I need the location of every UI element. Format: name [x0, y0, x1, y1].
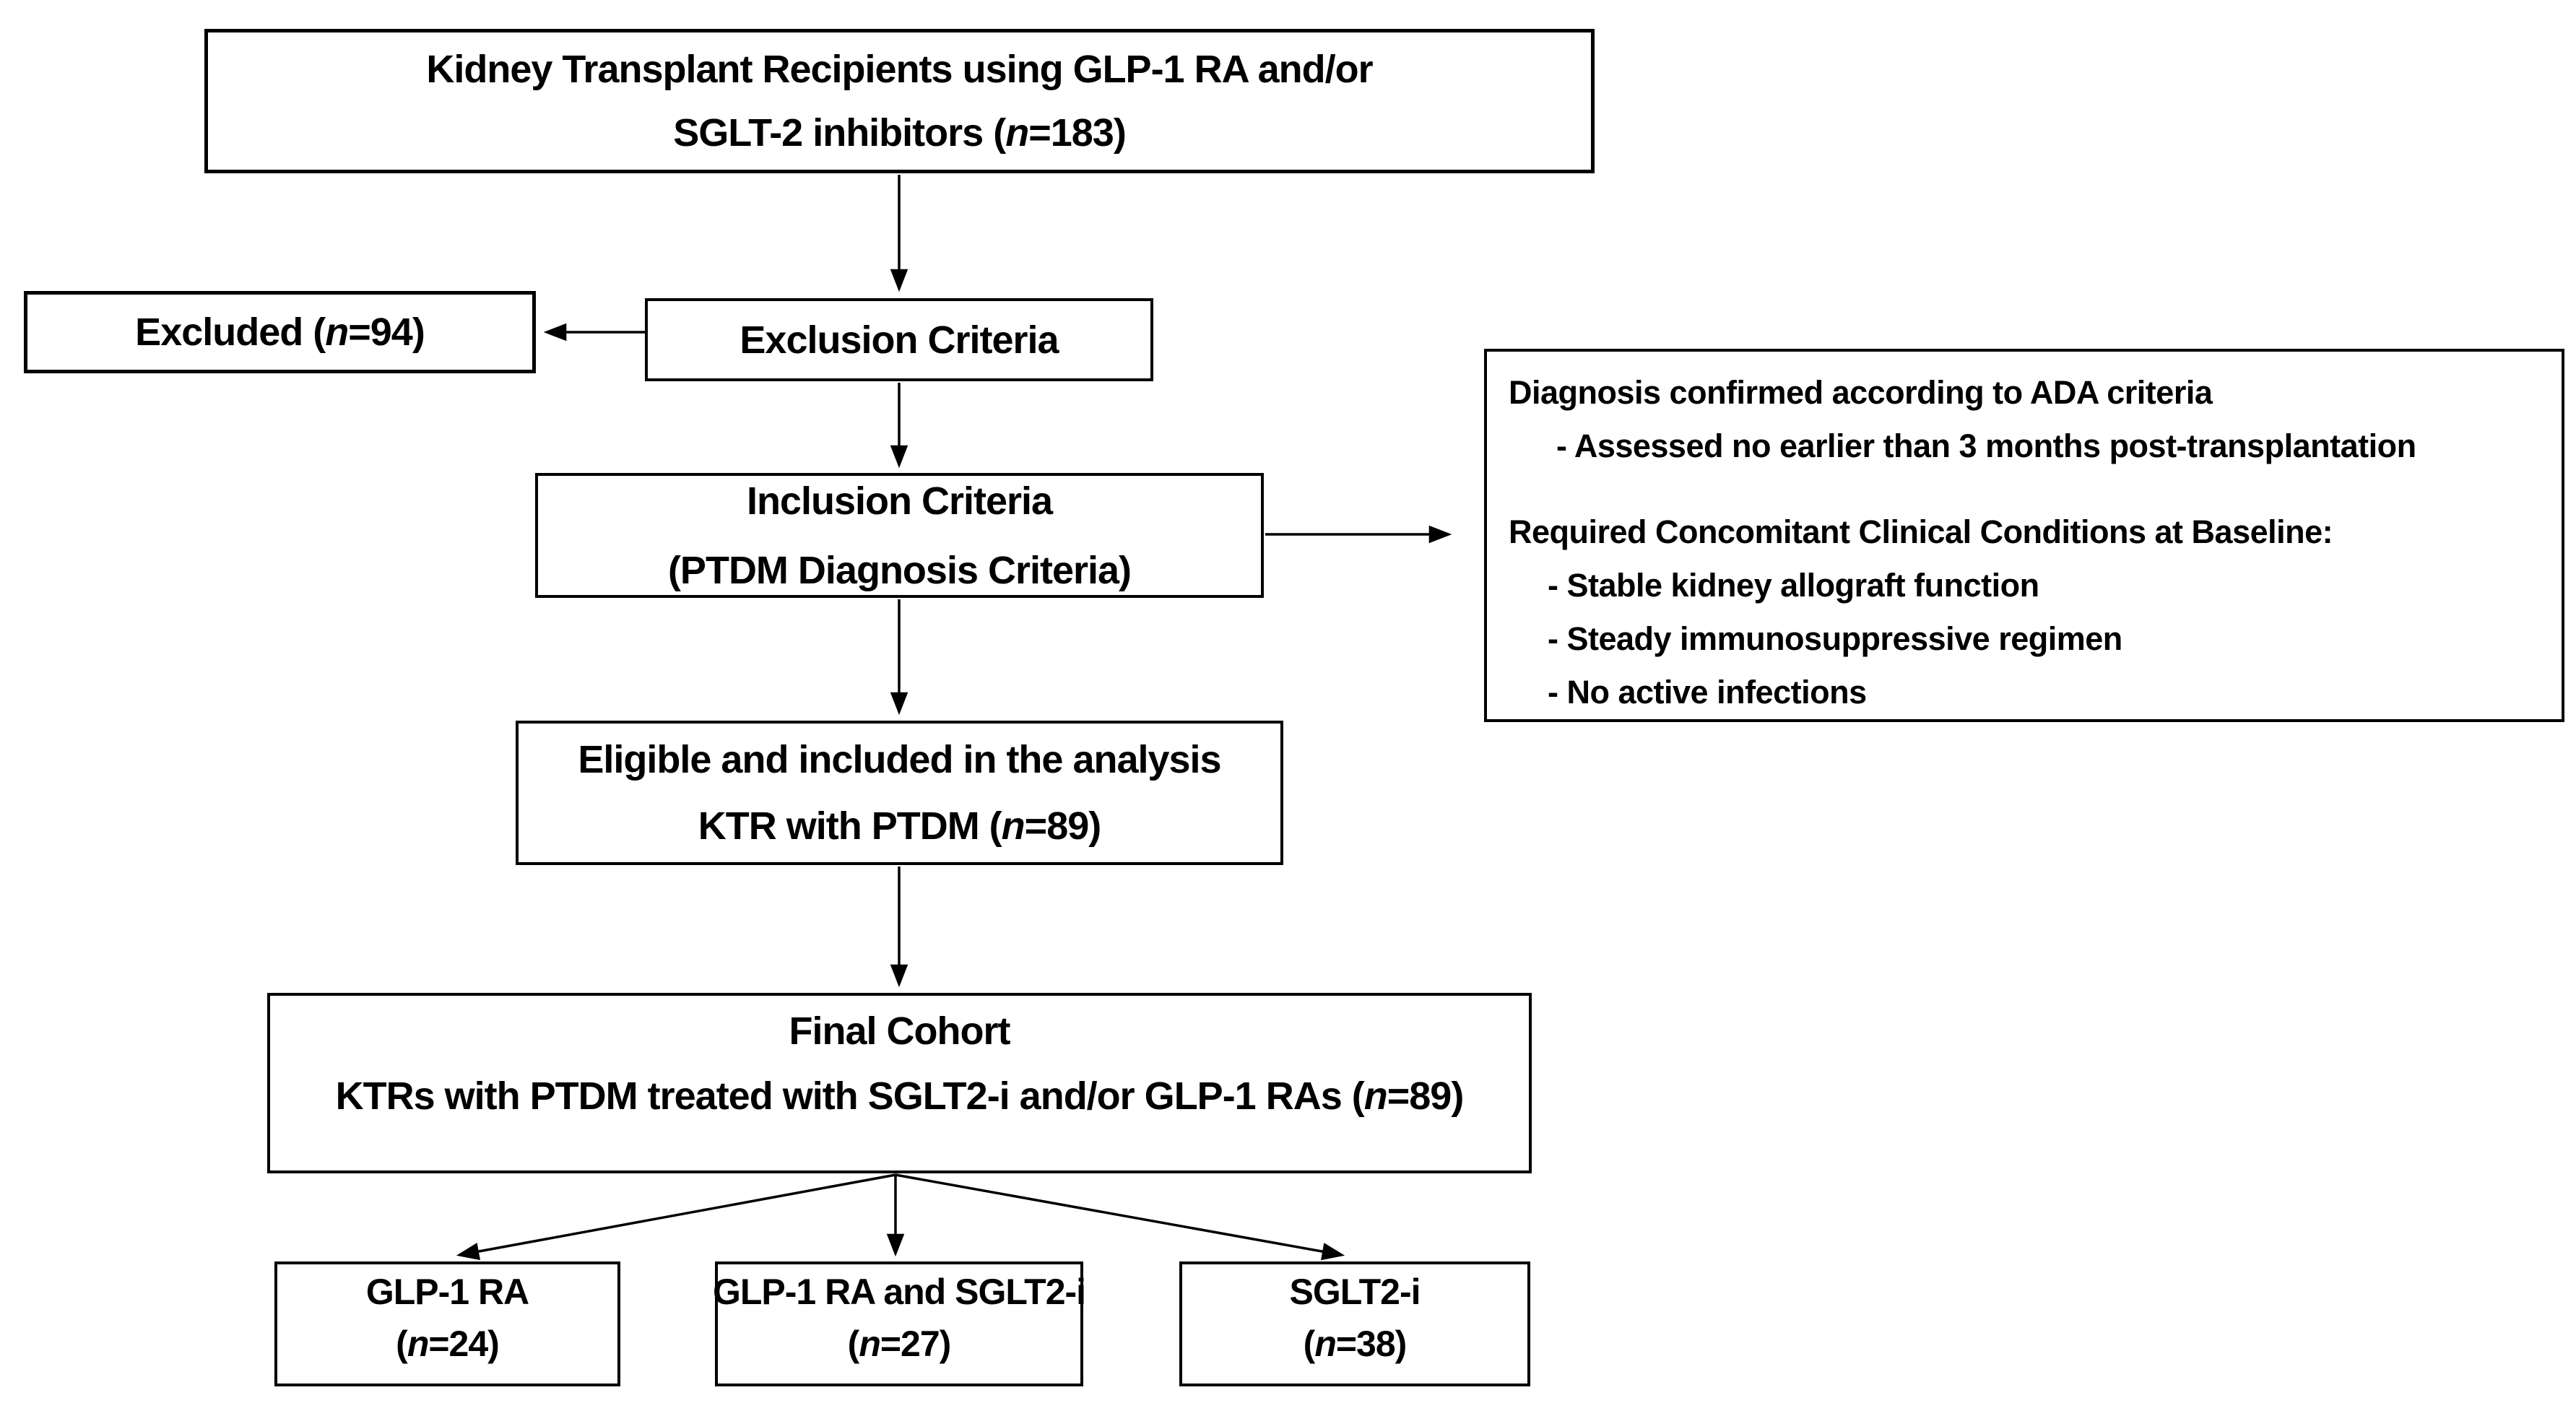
arrow-final-to-glp1 [456, 1173, 896, 1261]
population-line1: Kidney Transplant Recipients using GLP-1… [426, 48, 1373, 91]
eligible-line1: Eligible and included in the analysis [578, 738, 1221, 781]
arm-combo-line1: GLP-1 RA and SGLT2-i [712, 1271, 1086, 1312]
eligible-line2: KTR with PTDM (n=89) [698, 804, 1102, 848]
n-italic: n [407, 1323, 430, 1364]
note-line6: - No active infections [1548, 674, 1867, 711]
note-line5: - Steady immunosuppressive regimen [1548, 620, 2122, 657]
arm-glp1-count: (n=24) [396, 1323, 500, 1364]
box-population: Kidney Transplant Recipients using GLP-1… [204, 29, 1595, 173]
arrow-final-to-sglt2 [895, 1173, 1345, 1261]
box-exclusion-criteria: Exclusion Criteria [645, 298, 1153, 381]
note-line2: - Assessed no earlier than 3 months post… [1556, 427, 2416, 464]
box-arm-glp1: GLP-1 RA (n=24) [274, 1261, 620, 1386]
n-italic: n [1005, 111, 1029, 155]
n-italic: n [1314, 1323, 1337, 1364]
n-italic: n [1001, 804, 1025, 848]
arm-sglt2-line1: SGLT2-i [1289, 1271, 1421, 1312]
box-arm-combo: GLP-1 RA and SGLT2-i (n=27) [712, 1261, 1086, 1386]
note-line4: - Stable kidney allograft function [1548, 567, 2039, 604]
final-line1: Final Cohort [789, 1009, 1011, 1053]
box-excluded: Excluded (n=94) [24, 291, 536, 373]
n-italic: n [1363, 1074, 1388, 1118]
note-line3: Required Concomitant Clinical Conditions… [1509, 513, 2333, 550]
final-line2: KTRs with PTDM treated with SGLT2-i and/… [335, 1074, 1465, 1118]
box-eligible: Eligible and included in the analysis KT… [516, 721, 1283, 865]
n-italic: n [325, 310, 349, 354]
n-italic: n [859, 1323, 881, 1364]
box-inclusion-criteria: Inclusion Criteria (PTDM Diagnosis Crite… [535, 473, 1264, 598]
inclusion-line1: Inclusion Criteria [746, 479, 1053, 523]
exclusion-label: Exclusion Criteria [740, 318, 1059, 362]
excluded-label: Excluded (n=94) [135, 310, 425, 354]
note-line1: Diagnosis confirmed according to ADA cri… [1509, 374, 2213, 411]
population-line2: SGLT-2 inhibitors (n=183) [673, 111, 1127, 155]
box-criteria-note: Diagnosis confirmed according to ADA cri… [1484, 349, 2564, 722]
box-arm-sglt2: SGLT2-i (n=38) [1179, 1261, 1530, 1386]
box-final-cohort: Final Cohort KTRs with PTDM treated with… [267, 993, 1532, 1173]
arm-glp1-line1: GLP-1 RA [365, 1271, 529, 1312]
arm-sglt2-count: (n=38) [1303, 1323, 1408, 1364]
inclusion-line2: (PTDM Diagnosis Criteria) [667, 548, 1132, 592]
arm-combo-count: (n=27) [847, 1323, 952, 1364]
